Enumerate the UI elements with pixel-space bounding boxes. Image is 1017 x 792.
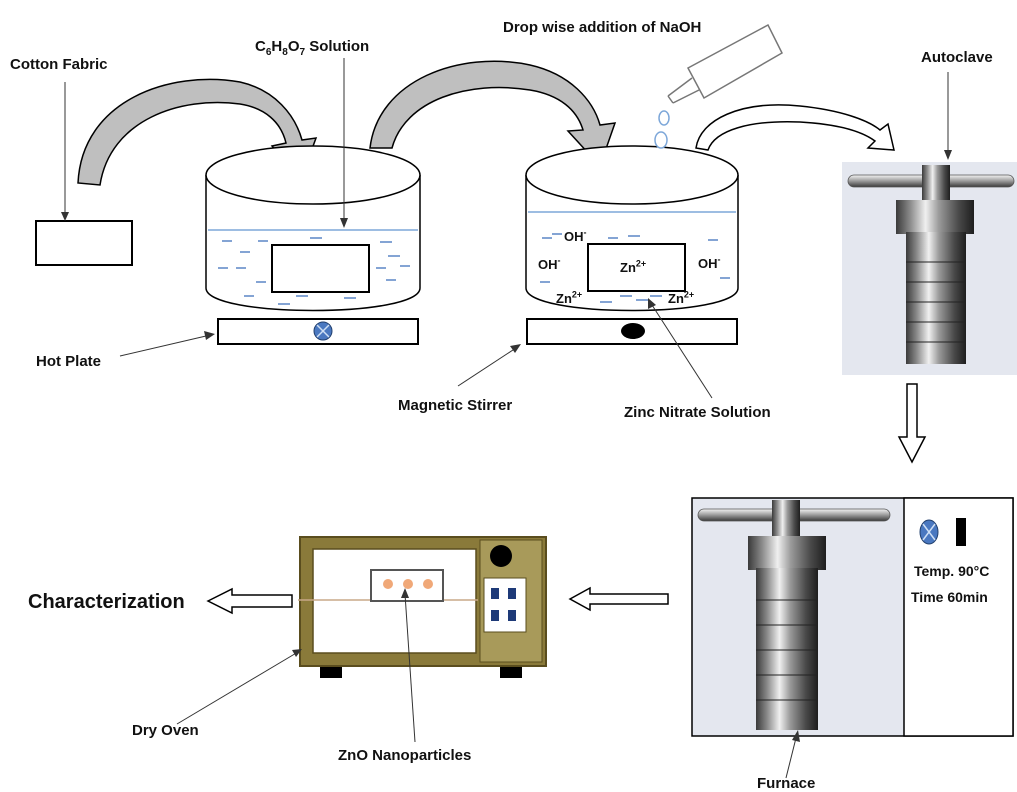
furnace-pointer — [785, 737, 797, 779]
dry-oven — [298, 536, 547, 678]
label-dry-oven: Dry Oven — [132, 722, 199, 739]
label-hot-plate: Hot Plate — [36, 353, 102, 370]
furnace-image — [691, 497, 1014, 737]
oven-buttons — [483, 577, 527, 633]
naoh-drop-1 — [658, 110, 670, 126]
ion-oh-right: OH- — [698, 254, 721, 271]
zno-particle-3 — [423, 579, 433, 589]
liquid-dashes-1 — [218, 237, 410, 305]
cotton-fabric-swatch — [35, 220, 133, 266]
label-cotton-fabric: Cotton Fabric — [10, 56, 108, 73]
naoh-drop-2 — [654, 131, 668, 149]
fabric-in-solution — [587, 243, 686, 292]
left-arrow-1 — [568, 586, 669, 612]
fabric-in-beaker — [271, 244, 370, 293]
dry-oven-pointer — [176, 651, 299, 725]
label-zno: ZnO Nanoparticles — [338, 747, 472, 764]
down-arrow — [897, 383, 927, 464]
label-zinc-nitrate: Zinc Nitrate Solution — [624, 404, 771, 421]
zinc-nitrate-pointer — [651, 304, 713, 399]
beaker-1 — [205, 145, 421, 312]
ion-zn-right: Zn2+ — [668, 289, 695, 306]
label-magnetic-stirrer: Magnetic Stirrer — [398, 397, 513, 414]
left-arrow-2 — [206, 587, 293, 615]
liquid-dashes-2 — [540, 233, 730, 303]
stirrer-pointer — [457, 347, 517, 387]
furnace-switch — [956, 518, 966, 546]
label-time: Time 60min — [911, 589, 988, 605]
oven-dial — [490, 545, 512, 567]
ion-zn-center: Zn2+ — [620, 258, 647, 275]
stir-bar — [621, 323, 645, 339]
ion-zn-left: Zn2+ — [556, 289, 583, 306]
beaker-2 — [525, 145, 739, 312]
ion-oh-top: OH- — [564, 227, 587, 244]
label-citric-solution: C6H8O7 Solution — [255, 38, 370, 58]
label-furnace: Furnace — [757, 775, 816, 792]
autoclave-image — [842, 162, 1017, 375]
label-characterization: Characterization — [28, 591, 185, 613]
zno-pointer — [404, 593, 416, 743]
curved-arrow-2 — [369, 60, 617, 168]
zno-particle-2 — [403, 579, 413, 589]
ion-oh-left: OH- — [538, 255, 561, 272]
zno-particle-1 — [383, 579, 393, 589]
label-naoh: Drop wise addition of NaOH — [503, 19, 702, 36]
label-temp: Temp. 90°C — [914, 563, 990, 579]
hot-plate-pointer — [119, 335, 207, 357]
label-autoclave: Autoclave — [921, 49, 993, 66]
dropper — [654, 23, 783, 149]
curved-arrow-3 — [695, 104, 895, 151]
